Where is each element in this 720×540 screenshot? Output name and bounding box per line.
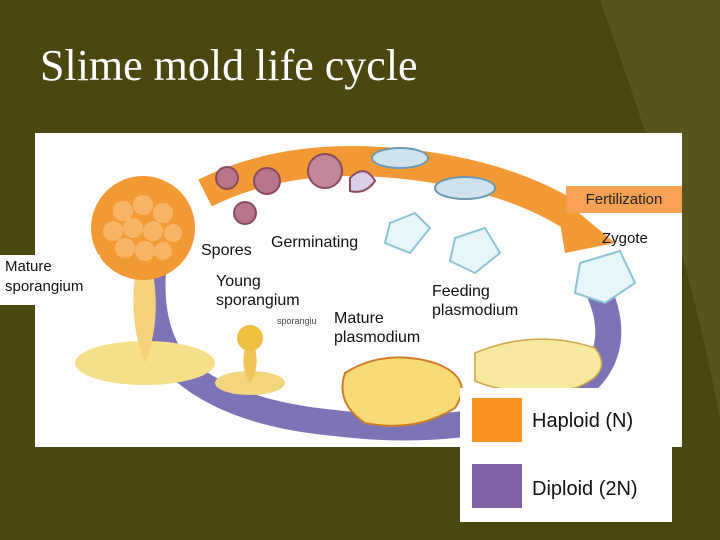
label-young-sporangium: Young sporangium bbox=[216, 273, 300, 309]
label-mature-sporangium: Mature sporangium bbox=[0, 255, 100, 305]
spore-cells bbox=[215, 166, 281, 225]
mature-sporangium-illustration bbox=[75, 176, 215, 385]
diploid-swatch bbox=[472, 464, 522, 508]
mature-plasmodium-illustration bbox=[341, 356, 463, 427]
legend: Haploid (N) Diploid (2N) bbox=[460, 388, 672, 522]
amoeboid-cells bbox=[383, 211, 637, 305]
label-zygote: Zygote bbox=[602, 230, 648, 247]
legend-diploid: Diploid (2N) bbox=[532, 478, 638, 500]
label-feeding-plasmodium: Feeding plasmodium bbox=[432, 283, 519, 319]
label-fertilization: Fertilization bbox=[566, 186, 682, 213]
label-mature-plasmodium: Mature plasmodium bbox=[334, 310, 421, 346]
young-sporangium-illustration bbox=[215, 325, 285, 395]
label-germinating: Germinating bbox=[271, 234, 359, 251]
label-sporangium-small: sporangiu bbox=[277, 316, 317, 326]
swarm-cells bbox=[371, 147, 496, 200]
germinating-spores bbox=[307, 153, 377, 193]
label-spores: Spores bbox=[201, 242, 252, 259]
feeding-plasmodium-illustration bbox=[474, 338, 603, 393]
legend-haploid: Haploid (N) bbox=[532, 410, 634, 432]
slide-title: Slime mold life cycle bbox=[40, 41, 418, 90]
life-cycle-diagram bbox=[75, 146, 637, 441]
haploid-swatch bbox=[472, 398, 522, 442]
